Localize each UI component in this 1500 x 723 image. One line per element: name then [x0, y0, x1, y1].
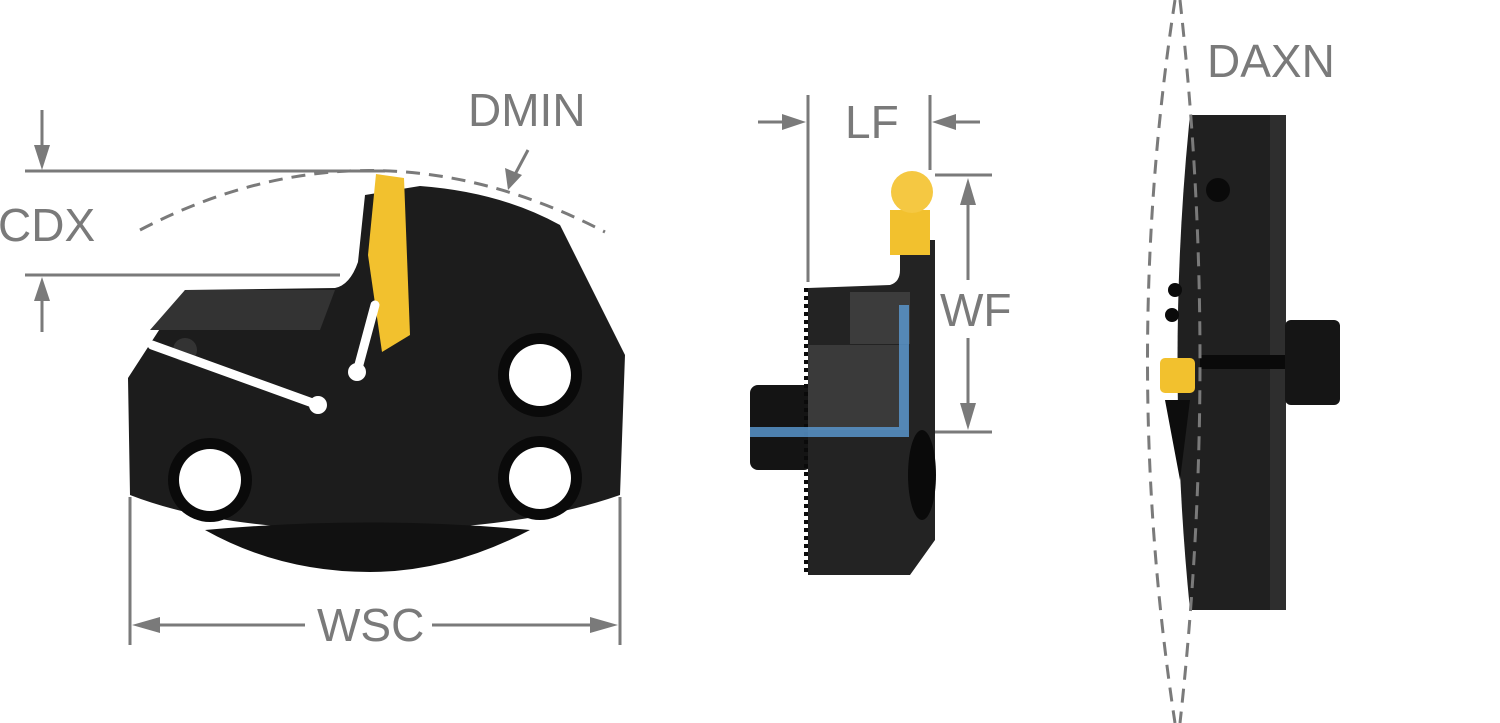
mounting-hole: [498, 333, 582, 417]
arrow-icon: [932, 114, 956, 130]
coolant-outlet: [309, 396, 327, 414]
tool-body-bottom: [205, 522, 530, 572]
coolant-channel: [352, 300, 380, 377]
cutting-insert-side: [890, 210, 930, 255]
coolant-channel: [147, 340, 323, 410]
coolant-outlet: [348, 363, 366, 381]
arrow-icon: [505, 168, 522, 190]
daxn-arc: [1178, 0, 1202, 723]
reference-overlay: [750, 305, 909, 437]
cdx-label: CDX: [0, 199, 95, 251]
body-face: [808, 345, 908, 430]
hole-side: [908, 430, 936, 520]
tool-shank: [1285, 320, 1340, 405]
lf-label: LF: [845, 96, 899, 148]
mounting-hole: [168, 438, 252, 522]
arrow-icon: [34, 277, 50, 301]
arrow-icon: [960, 178, 976, 205]
arrow-icon: [782, 114, 806, 130]
arrow-icon: [132, 617, 160, 633]
screw-icon: [1206, 178, 1230, 202]
end-view: DAXN: [1146, 0, 1340, 723]
arrow-icon: [590, 617, 618, 633]
arrow-icon: [960, 403, 976, 430]
insert-tip: [891, 171, 933, 213]
screw-icon: [1165, 308, 1179, 322]
dmin-label: DMIN: [468, 84, 586, 136]
wsc-label: WSC: [317, 599, 424, 651]
daxn-label: DAXN: [1207, 35, 1335, 87]
mounting-hole: [498, 436, 582, 520]
screw-icon: [1168, 283, 1182, 297]
tool-body-front: [128, 186, 625, 530]
front-view: DMIN CDX WSC: [0, 84, 625, 651]
side-view: LF WF: [750, 95, 1012, 575]
daxn-arc: [1146, 0, 1177, 723]
insert-pocket: [150, 290, 335, 330]
wf-label: WF: [940, 284, 1012, 336]
slot: [1200, 355, 1285, 369]
chip-groove: [1165, 400, 1190, 480]
cutting-insert-end: [1160, 358, 1195, 393]
arrow-icon: [34, 145, 50, 170]
